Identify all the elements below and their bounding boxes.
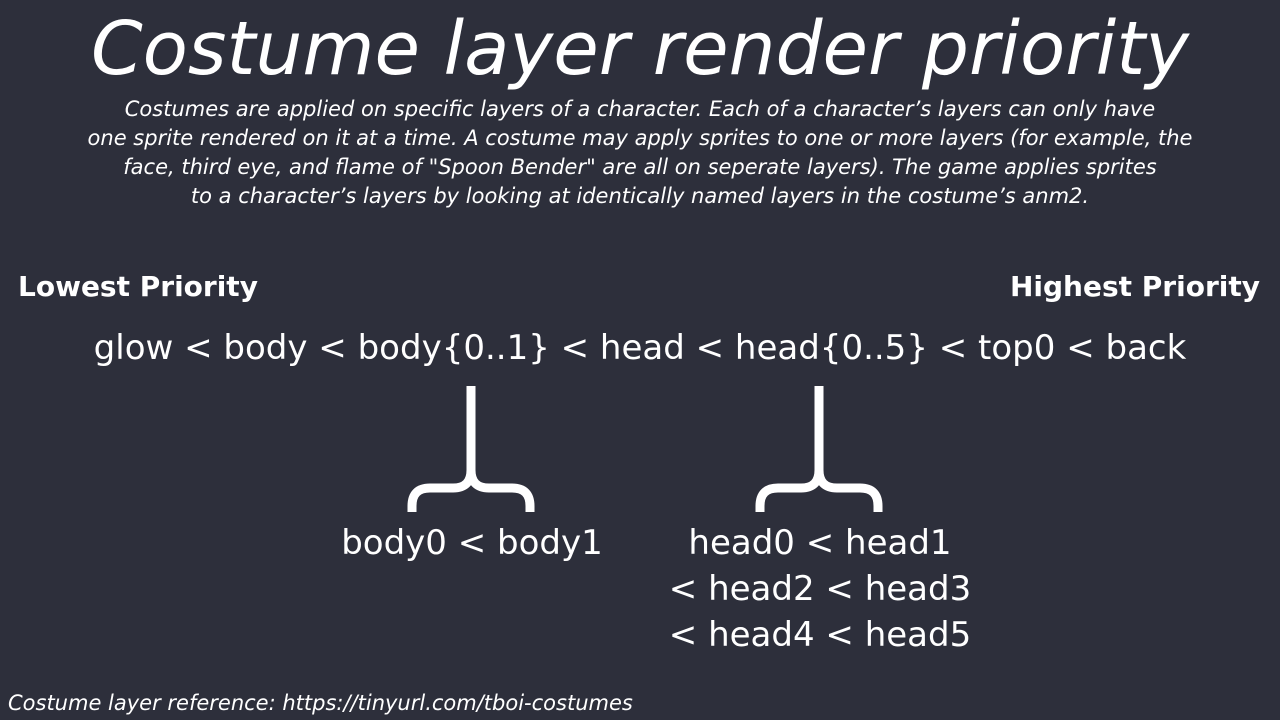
description-line: to a character’s layers by looking at id…: [190, 184, 1090, 208]
layer-priority-chain: glow < body < body{0..1} < head < head{0…: [93, 328, 1187, 368]
description: Costumes are applied on specific layers …: [60, 95, 1220, 211]
head-sublayer-line: < head4 < head5: [668, 615, 972, 655]
head-sublayer-line: head0 < head1: [688, 523, 952, 563]
body-sublayer-line: body0 < body1: [341, 523, 603, 563]
description-line: one sprite rendered on it at a time. A c…: [87, 126, 1193, 150]
footer-reference: Costume layer reference: https://tinyurl…: [8, 691, 633, 715]
head-brace: [755, 386, 883, 512]
page-title: Costume layer render priority: [90, 6, 1190, 92]
description-line: Costumes are applied on specific layers …: [124, 97, 1156, 121]
highest-priority-label: Highest Priority: [1009, 270, 1260, 303]
body-sublayer-order: body0 < body1: [322, 520, 622, 566]
head-sublayer-order: head0 < head1 < head2 < head3 < head4 < …: [640, 520, 1000, 658]
description-line: face, third eye, and flame of "Spoon Ben…: [123, 155, 1157, 179]
head-sublayer-line: < head2 < head3: [668, 569, 972, 609]
body-brace: [407, 386, 535, 512]
lowest-priority-label: Lowest Priority: [18, 270, 258, 303]
